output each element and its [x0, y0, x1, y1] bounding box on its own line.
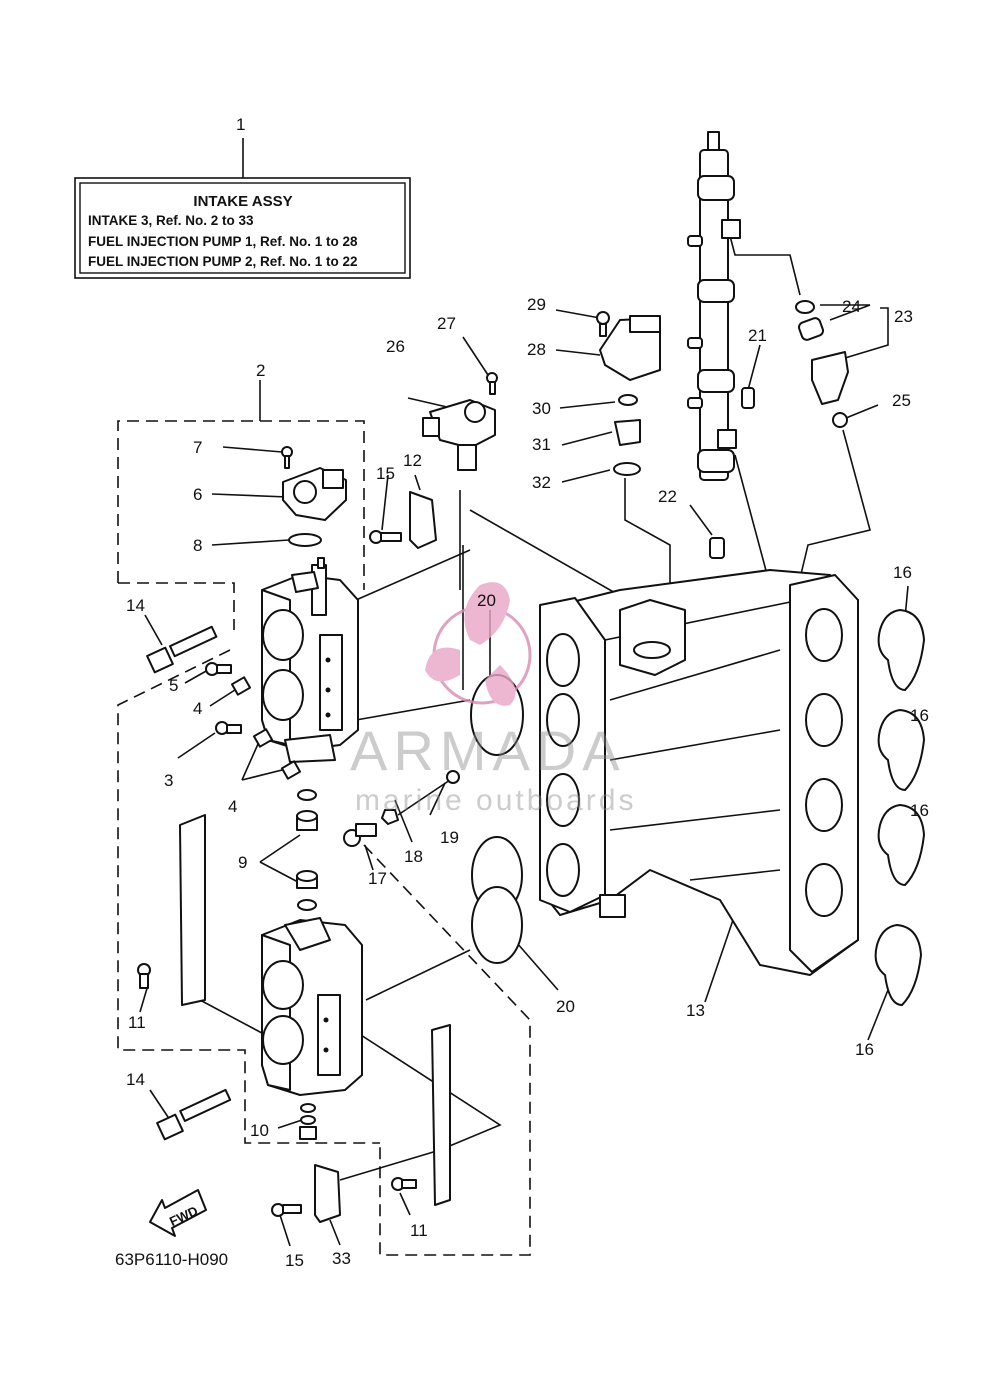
diagram-code: 63P6110-H090 — [115, 1250, 228, 1269]
part-label-2: 2 — [256, 361, 265, 380]
part-label-4b: 4 — [228, 797, 237, 816]
part-label-15b: 15 — [285, 1251, 304, 1270]
group-outlines — [117, 380, 531, 1256]
part-label-19: 19 — [440, 828, 459, 847]
throttle-position-sensor — [281, 446, 347, 547]
part-label-6: 6 — [193, 485, 202, 504]
part-label-11: 11 — [128, 1013, 146, 1032]
part-label-27: 27 — [437, 314, 456, 333]
throttle-body-upper — [261, 557, 359, 763]
part-label-1: 1 — [236, 115, 245, 134]
watermark-brand: ARMADA — [350, 719, 626, 782]
part-label-16: 16 — [893, 563, 912, 582]
legend-line-1: INTAKE 3, Ref. No. 2 to 33 — [88, 213, 254, 228]
fuel-rail — [687, 131, 741, 481]
part-label-20: 20 — [477, 591, 496, 610]
legend-title: INTAKE ASSY — [193, 193, 292, 210]
part-label-17: 17 — [368, 869, 387, 888]
leader-lines — [139, 304, 921, 1247]
part-label-31: 31 — [532, 435, 551, 454]
part-label-14: 14 — [126, 596, 145, 615]
part-label-20b: 20 — [556, 997, 575, 1016]
part-label-26: 26 — [386, 337, 405, 356]
part-labels: 2 3 4 4 5 6 7 8 9 10 11 11 12 13 14 14 1… — [126, 295, 929, 1270]
part-label-21: 21 — [748, 326, 767, 345]
intake-manifold — [539, 569, 859, 976]
legend-box: 1 INTAKE ASSY INTAKE 3, Ref. No. 2 to 33… — [74, 115, 411, 279]
legend-line-3: FUEL INJECTION PUMP 2, Ref. No. 1 to 22 — [88, 254, 358, 269]
throttle-body-lower — [261, 917, 363, 1096]
part-label-29: 29 — [527, 295, 546, 314]
watermark-tagline: marine outboards — [355, 784, 636, 817]
watermark-logo-icon — [425, 582, 532, 706]
part-label-12: 12 — [403, 451, 422, 470]
part-label-25: 25 — [892, 391, 911, 410]
part-label-10: 10 — [250, 1121, 269, 1140]
part-label-11b: 11 — [410, 1221, 428, 1240]
part-label-24: 24 — [842, 297, 861, 316]
part-label-22: 22 — [658, 487, 677, 506]
part-label-9: 9 — [238, 853, 247, 872]
small-parts — [137, 300, 925, 1237]
part-label-23: 23 — [894, 307, 913, 326]
part-label-4: 4 — [193, 699, 202, 718]
part-label-18: 18 — [404, 847, 423, 866]
part-label-30: 30 — [532, 399, 551, 418]
part-label-32: 32 — [532, 473, 551, 492]
part-label-28: 28 — [527, 340, 546, 359]
part-label-16c: 16 — [910, 801, 929, 820]
part-label-14b: 14 — [126, 1070, 145, 1089]
part-label-16d: 16 — [855, 1040, 874, 1059]
part-label-15: 15 — [376, 464, 395, 483]
part-label-16b: 16 — [910, 706, 929, 725]
part-label-7: 7 — [193, 438, 202, 457]
part-label-5: 5 — [169, 676, 178, 695]
part-label-8: 8 — [193, 536, 202, 555]
part-label-33: 33 — [332, 1249, 351, 1268]
part-label-13: 13 — [686, 1001, 705, 1020]
part-label-3: 3 — [164, 771, 173, 790]
watermark: ARMADA marine outboards — [350, 582, 636, 817]
legend-line-2: FUEL INJECTION PUMP 1, Ref. No. 1 to 28 — [88, 234, 358, 249]
